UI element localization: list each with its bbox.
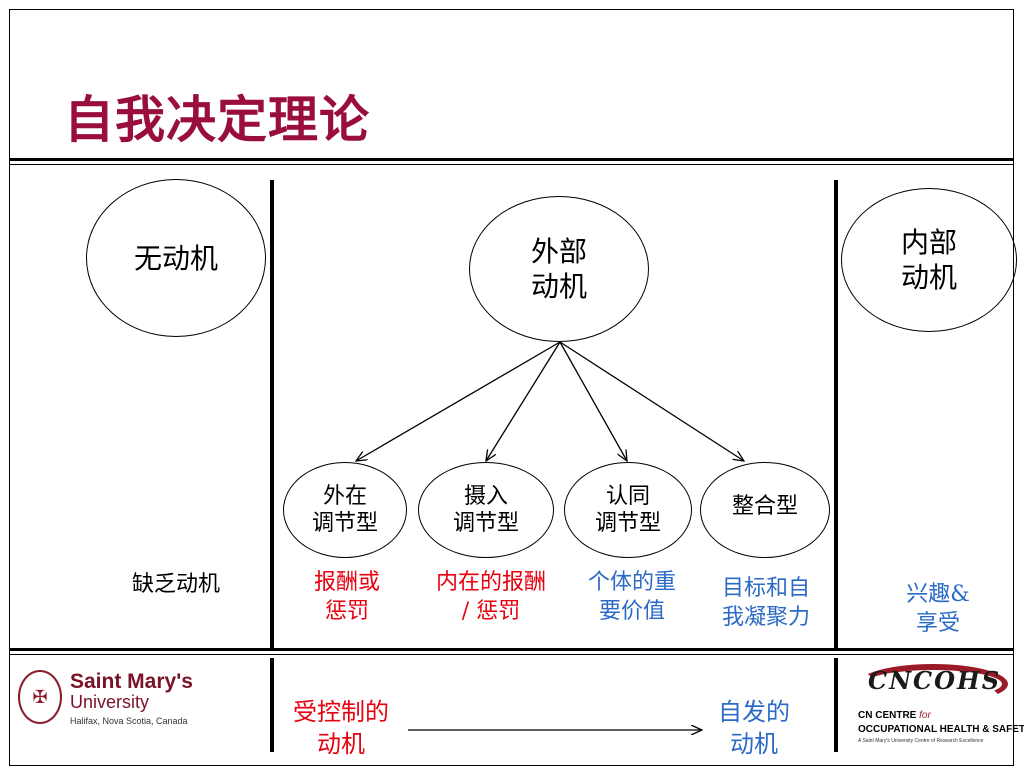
amotivation-ellipse: 无动机 xyxy=(86,179,266,337)
slide-title: 自我决定理论 xyxy=(64,91,370,149)
smu-logo-university: University xyxy=(70,692,150,712)
footer-divider-right xyxy=(834,658,838,752)
identified-regulation-label: 认同 调节型 xyxy=(594,483,661,537)
autonomous-motivation-label: 自发的 动机 xyxy=(718,698,790,758)
introjected-regulation-ellipse: 摄入 调节型 xyxy=(418,462,554,558)
arrow-to-introjected-regulation xyxy=(486,341,561,461)
external-regulation-ellipse: 外在 调节型 xyxy=(283,462,407,558)
integrated-regulation-ellipse: 整合型 xyxy=(700,462,830,558)
cncohs-swoosh-icon xyxy=(858,664,1008,704)
title-divider-thin xyxy=(9,164,1014,165)
introjected-regulation-label: 摄入 调节型 xyxy=(452,483,519,537)
footer-divider-left xyxy=(270,658,274,752)
introjected-regulation-caption: 内在的报酬 / 惩罚 xyxy=(435,570,546,625)
title-divider xyxy=(9,158,1014,161)
saint-marys-university-logo: ✠ Saint Mary's University Halifax, Nova … xyxy=(18,668,218,734)
controlled-motivation-label: 受控制的 动机 xyxy=(293,698,389,758)
integrated-regulation-label: 整合型 xyxy=(731,494,798,519)
cncohs-logo: CNCOHS CN CENTRE for OCCUPATIONAL HEALTH… xyxy=(854,664,1024,760)
footer-divider-thin xyxy=(9,654,1014,655)
footer-divider xyxy=(9,648,1014,651)
cncohs-logo-line2: OCCUPATIONAL HEALTH & SAFETY xyxy=(858,724,1024,735)
cncohs-logo-line3: A Saint Mary's University Centre of Rese… xyxy=(858,738,984,744)
cncohs-logo-title: CNCOHS xyxy=(868,666,1002,695)
amotivation-caption: 缺乏动机 xyxy=(131,572,220,597)
university-crest-icon: ✠ xyxy=(18,670,62,724)
intrinsic-motivation-caption: 兴趣& 享受 xyxy=(906,582,970,637)
intrinsic-motivation-label: 内部 动机 xyxy=(900,226,957,294)
arrow-to-external-regulation xyxy=(356,341,561,461)
cncohs-logo-line1: CN CENTRE for xyxy=(858,710,931,721)
smu-logo-name: Saint Mary's xyxy=(70,670,193,693)
amotivation-label: 无动机 xyxy=(133,241,218,275)
external-regulation-label: 外在 调节型 xyxy=(311,483,378,537)
cncohs-logo-for: for xyxy=(919,710,931,721)
column-divider-right xyxy=(834,180,838,648)
arrow-to-identified-regulation xyxy=(559,341,627,461)
cncohs-logo-centre: CN CENTRE xyxy=(858,710,917,721)
extrinsic-motivation-label: 外部 动机 xyxy=(530,235,587,303)
identified-regulation-ellipse: 认同 调节型 xyxy=(564,462,692,558)
smu-logo-location: Halifax, Nova Scotia, Canada xyxy=(70,716,188,726)
arrow-to-integrated-regulation xyxy=(559,341,744,461)
intrinsic-motivation-ellipse: 内部 动机 xyxy=(841,188,1017,332)
identified-regulation-caption: 个体的重 要价值 xyxy=(587,570,676,625)
slide-frame xyxy=(9,9,1014,766)
extrinsic-motivation-ellipse: 外部 动机 xyxy=(469,196,649,342)
integrated-regulation-caption: 目标和自 我凝聚力 xyxy=(721,576,810,631)
column-divider-left xyxy=(270,180,274,648)
external-regulation-caption: 报酬或 惩罚 xyxy=(313,570,380,625)
